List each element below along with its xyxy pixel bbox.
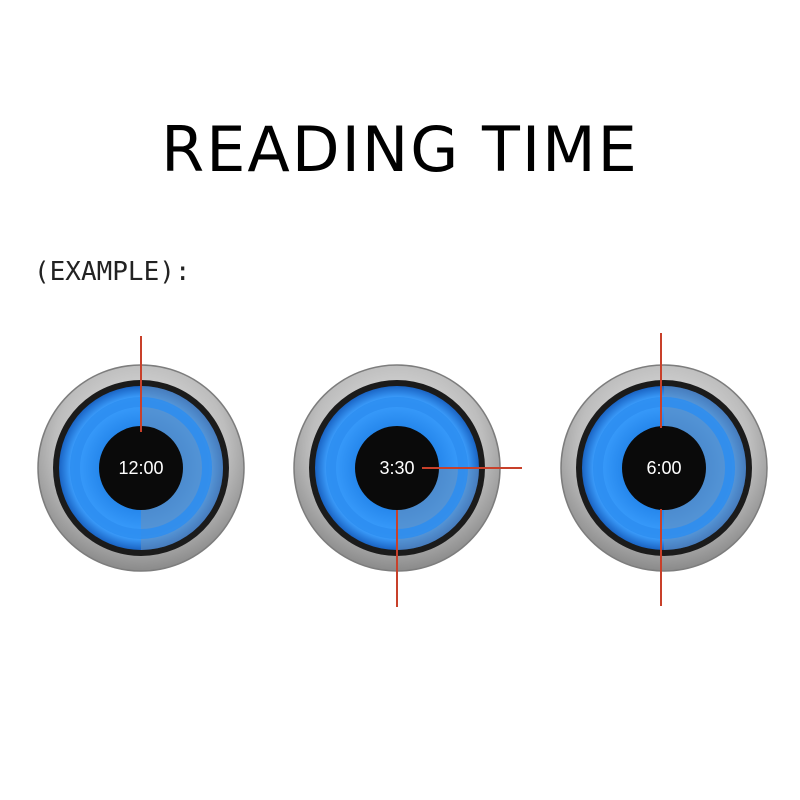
example-label: (EXAMPLE):	[34, 257, 191, 287]
watch-time-label: 6:00	[646, 458, 682, 478]
watch-12-00: 12:00	[36, 363, 246, 573]
watch-time-label: 12:00	[118, 458, 164, 478]
watch-6-00: 6:00	[559, 363, 769, 573]
page-title: READING TIME	[161, 113, 639, 186]
watch-3-30: 3:30	[292, 363, 502, 573]
watch-dial-icon	[293, 364, 501, 572]
watch-time-label: 3:30	[379, 458, 415, 478]
watch-dial-icon	[560, 364, 768, 572]
watch-dial-icon	[37, 364, 245, 572]
